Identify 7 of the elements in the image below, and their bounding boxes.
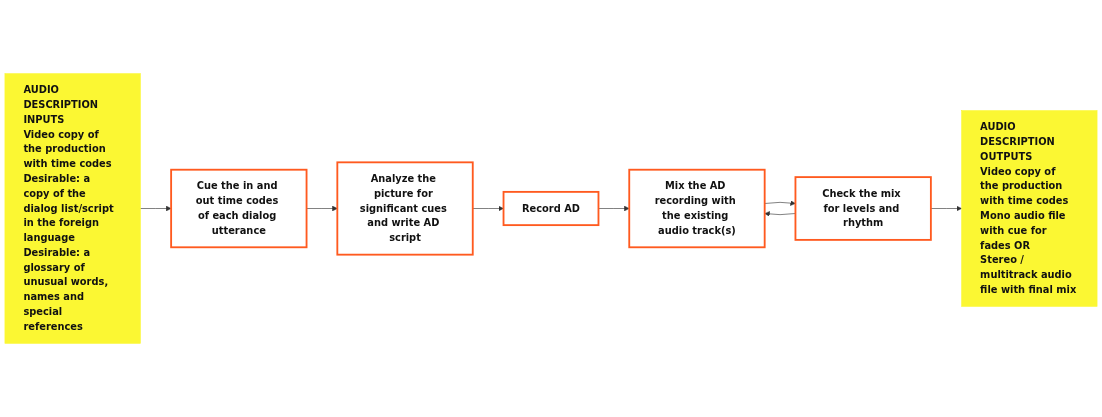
node-box: Record AD: [502, 190, 600, 227]
node-box: Mix the AD recording with the existing audio track(s): [628, 168, 766, 249]
node-box: Analyze the picture for significant cues and write AD script: [336, 161, 474, 256]
node-box: Cue the in and out time codes of each dialog utterance: [170, 168, 308, 249]
node-box: AUDIO DESCRIPTION INPUTS Video copy of the production with time codes Desirable: a copy of the dialog list/script in the foreign language Desirable: a glossary of unusual words, names and special references: [4, 73, 141, 344]
node-box: AUDIO DESCRIPTION OUTPUTS Video copy of the production with time codes Mono audio file with cue for fades OR Stereo / multitrack audio file with final mix: [961, 110, 1098, 307]
node-box: Check the mix for levels and rhythm: [794, 176, 932, 241]
